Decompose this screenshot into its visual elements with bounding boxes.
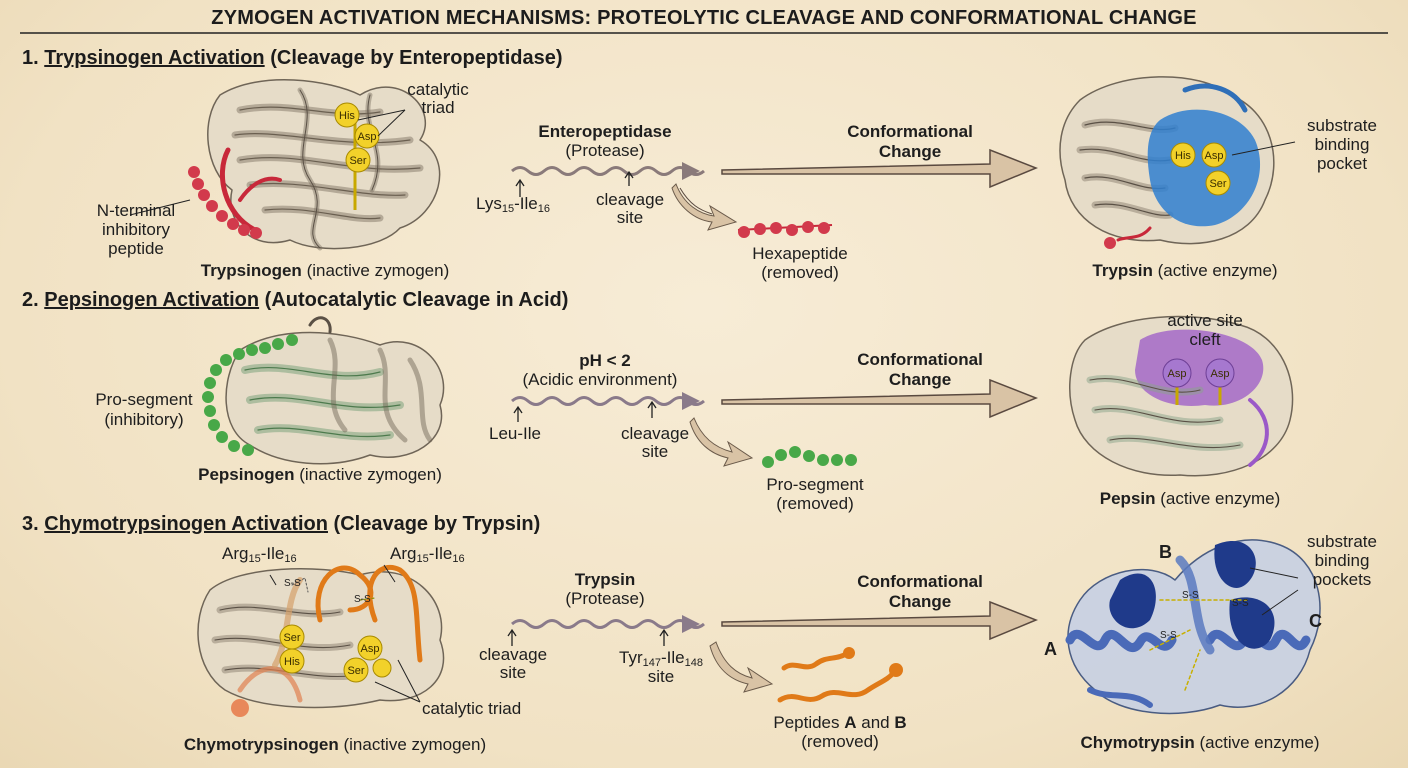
inhibitory-peptide-beads xyxy=(188,166,262,239)
section-2-heading: 2. Pepsinogen Activation (Autocatalytic … xyxy=(22,289,569,311)
disulfide-label: S-S xyxy=(354,594,371,605)
catalytic-triad-label: catalytic triad xyxy=(407,80,469,117)
peptide-b-end xyxy=(889,663,903,677)
conformational-change-label: Conformational Change xyxy=(857,350,983,389)
disulfide-label: S-S xyxy=(1182,590,1199,601)
section-2-name: Pepsinogen Activation xyxy=(44,289,260,311)
chain-label-c: C xyxy=(1309,611,1322,631)
cleavage-site-label: cleavage site xyxy=(478,645,548,682)
acid-ph-label: pH < 2 xyxy=(579,351,631,370)
section-1-subtitle: (Cleavage by Enteropeptidase) xyxy=(270,47,563,69)
residue-asp: Asp xyxy=(358,131,377,143)
prosegment-removed-label: Pro-segment (removed) xyxy=(766,475,864,513)
acidic-environment-label: (Acidic environment) xyxy=(522,370,678,389)
residue-asp: Asp xyxy=(1168,368,1187,380)
chain-label-a: A xyxy=(1044,639,1057,659)
pocket-pointer-2 xyxy=(1261,589,1299,616)
residue-asp: Asp xyxy=(1205,150,1224,162)
residue-asp: Asp xyxy=(1211,368,1230,380)
trypsinogen-caption: Trypsinogen (inactive zymogen) xyxy=(200,261,450,280)
arg-ile-site-label-b: Arg15-Ile16 xyxy=(390,544,465,565)
page-title: ZYMOGEN ACTIVATION MECHANISMS: PROTEOLYT… xyxy=(211,7,1197,29)
zymogen-chain-2 xyxy=(511,392,705,422)
chymotrypsin-ss-labels: S-S S-S S-S xyxy=(1160,590,1249,641)
trypsinogen-structure xyxy=(207,79,441,251)
peptide-a-end xyxy=(843,647,855,659)
residue-his: His xyxy=(1175,150,1191,162)
chymotrypsinogen-caption: Chymotrypsinogen (inactive zymogen) xyxy=(183,735,487,754)
substrate-binding-pocket-label: substrate binding pocket xyxy=(1307,116,1377,173)
removal-arrowhead-3 xyxy=(709,641,774,693)
conformational-arrow-1 xyxy=(721,148,1039,189)
conformational-change-label: Conformational Change xyxy=(857,572,983,611)
section-1-name: Trypsinogen Activation xyxy=(44,47,265,69)
pepsinogen-caption: Pepsinogen (inactive zymogen) xyxy=(198,465,442,484)
prosegment-label: Pro-segment (inhibitory) xyxy=(95,390,193,429)
disulfide-label: S-S xyxy=(284,578,301,589)
section-3-heading: 3. Chymotrypsinogen Activation (Cleavage… xyxy=(22,513,541,535)
conformational-change-label: Conformational Change xyxy=(847,122,973,161)
peptides-removed xyxy=(777,651,897,703)
residue-ser: Ser xyxy=(283,632,300,644)
residue-ser: Ser xyxy=(1209,178,1226,190)
section-1-heading: 1. Trypsinogen Activation (Cleavage by E… xyxy=(22,47,563,69)
prosegment-removed-beads xyxy=(762,446,857,468)
section-3-name: Chymotrypsinogen Activation xyxy=(44,513,328,535)
substrate-binding-pockets-label: substrate binding pockets xyxy=(1307,532,1377,589)
residue-ser: Ser xyxy=(347,665,364,677)
residue-his: His xyxy=(339,110,355,122)
conformational-arrow-2 xyxy=(721,378,1039,419)
chymotrypsinogen-residues: Ser His Asp Ser xyxy=(269,564,421,703)
peptides-removed-label: Peptides A and B(removed) xyxy=(773,713,907,751)
pepsin-residues: Asp Asp xyxy=(1162,358,1235,405)
prosegment-beads xyxy=(202,334,298,456)
residue-his: His xyxy=(284,656,300,668)
hexapeptide-label: Hexapeptide (removed) xyxy=(752,244,848,282)
protease-label: (Protease) xyxy=(565,141,645,160)
cleavage-site-label: cleavage site xyxy=(620,424,690,461)
removal-arrow-1 xyxy=(679,187,713,215)
enteropeptidase-label: Enteropeptidase xyxy=(538,122,672,141)
residue-asp: Asp xyxy=(361,643,380,655)
section-2-subtitle: (Autocatalytic Cleavage in Acid) xyxy=(264,289,569,311)
protease-label: (Protease) xyxy=(565,589,645,608)
lys-ile-site-label: Lys15-Ile16 xyxy=(476,194,550,215)
removal-arrowhead-2 xyxy=(689,417,754,467)
cleavage-site-label: cleavage site xyxy=(595,190,665,227)
disulfide-label: S-S xyxy=(1160,630,1177,641)
chain-label-b: B xyxy=(1159,542,1172,562)
chymotrypsin-structure xyxy=(1065,539,1321,715)
trypsin-agent-label: Trypsin xyxy=(574,570,636,589)
leu-ile-site-label: Leu-Ile xyxy=(489,424,541,443)
active-site-cleft-label: active site cleft xyxy=(1167,311,1243,349)
pepsin-structure xyxy=(1069,315,1294,477)
trypsin-residues: His Asp Ser xyxy=(1170,141,1296,196)
pepsin-caption: Pepsin (active enzyme) xyxy=(1099,489,1281,508)
zymogen-chain-3 xyxy=(507,615,705,646)
catalytic-triad-label: catalytic triad xyxy=(422,699,522,718)
removal-arrowhead-1 xyxy=(671,183,738,231)
conformational-arrow-3 xyxy=(721,600,1039,641)
inhibitory-peptide-label: N-terminal inhibitory peptide xyxy=(96,201,176,258)
pepsinogen-structure xyxy=(225,316,445,465)
trypsinogen-residues: His Asp Ser xyxy=(129,102,406,216)
zymogen-chain-1 xyxy=(511,162,705,197)
chymotrypsinogen-structure xyxy=(197,565,445,717)
section-3-subtitle: (Cleavage by Trypsin) xyxy=(333,513,541,535)
arg-ile-site-label-a: Arg15-Ile16 xyxy=(222,544,297,565)
chymotrypsin-caption: Chymotrypsin (active enzyme) xyxy=(1080,733,1320,752)
pocket-pointer-1 xyxy=(1249,567,1299,579)
hexapeptide-beads xyxy=(737,221,833,238)
disulfide-label: S-S xyxy=(1232,598,1249,609)
residue-ser: Ser xyxy=(349,155,366,167)
trypsin-structure xyxy=(1059,76,1275,249)
trypsin-caption: Trypsin (active enzyme) xyxy=(1092,261,1278,280)
